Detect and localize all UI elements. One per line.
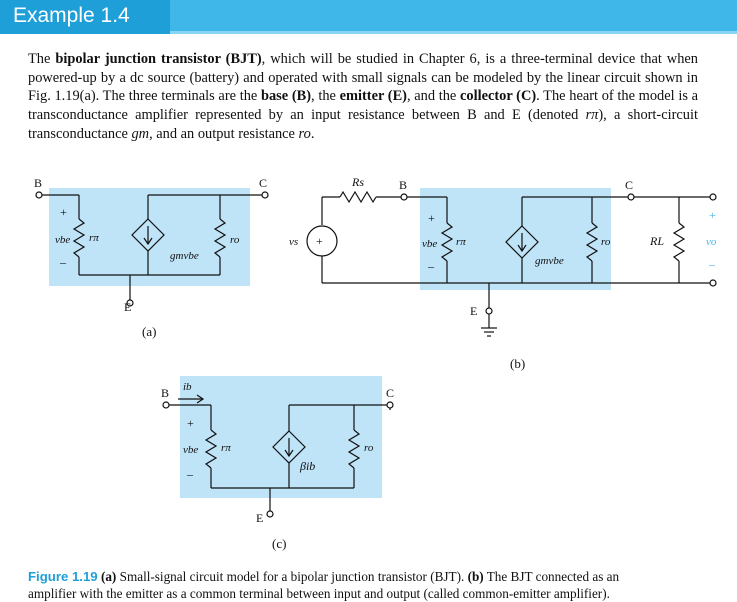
para-text-3: , the	[311, 88, 340, 105]
banner-underline	[170, 31, 737, 34]
para-text-6: ), a short-circuit transconductance	[28, 107, 698, 142]
figure-caption-line-2: amplifier with the emitter as a common t…	[28, 586, 610, 601]
label-ro-a: ro	[230, 234, 240, 246]
caption-tag-b: (b)	[467, 569, 484, 584]
example-title: Example 1.4	[13, 4, 130, 27]
resistor-ro-b	[585, 222, 599, 262]
figure-caption: Figure 1.19 (a) Small-signal circuit mod…	[28, 568, 718, 585]
label-panel-a: (a)	[142, 324, 156, 339]
resistor-rpi-c	[204, 429, 218, 469]
minus-c: –	[186, 467, 194, 481]
label-e-a: E	[124, 300, 131, 314]
terminal-c-b	[627, 193, 635, 201]
label-rl: RL	[649, 234, 664, 248]
label-vs: vs	[289, 236, 298, 248]
resistor-rl	[672, 222, 686, 262]
label-e-c: E	[256, 511, 263, 525]
label-b-c: B	[161, 386, 169, 400]
minus-a: –	[59, 255, 67, 269]
para-text-8: .	[310, 125, 315, 142]
label-beta-ib: βib	[299, 459, 315, 473]
label-ro-b: ro	[601, 236, 611, 248]
resistor-ro-c	[347, 429, 361, 469]
label-vbe-c: vbe	[183, 444, 198, 456]
label-rpi-b: rπ	[456, 236, 466, 248]
para-bold-bjt: bipolar junction transistor (BJT)	[55, 51, 262, 67]
resistor-ro-a	[213, 218, 227, 258]
para-bold-base: base (B)	[260, 88, 312, 105]
vo-minus: –	[708, 257, 716, 271]
label-vo: vo	[706, 236, 717, 248]
caption-label: Figure 1.19	[28, 569, 98, 584]
label-c-c: C	[386, 386, 394, 400]
para-text-4: , and the	[406, 88, 461, 105]
label-b-b: B	[399, 178, 407, 192]
terminal-vo-minus	[709, 279, 717, 287]
plus-c: +	[187, 416, 194, 430]
shading-c	[180, 376, 382, 498]
terminal-e-a	[126, 299, 134, 307]
terminal-e-c	[266, 510, 274, 518]
label-c-a: C	[259, 176, 267, 190]
para-text-7: , and an output resistance	[149, 125, 299, 142]
label-panel-c: (c)	[272, 536, 286, 551]
para-bold-collector: collector (C)	[460, 88, 537, 105]
terminal-c-a	[261, 191, 269, 199]
shading-b	[420, 188, 611, 290]
minus-b: –	[427, 259, 435, 273]
label-rpi-a: rπ	[89, 232, 99, 244]
label-ro-c: ro	[364, 442, 374, 454]
terminal-c-c	[386, 401, 394, 409]
vo-plus: +	[709, 208, 716, 222]
label-ib: ib	[183, 381, 192, 393]
example-tab	[0, 0, 170, 34]
terminal-b-c	[162, 401, 170, 409]
para-symbol-rpi: rπ	[585, 107, 599, 124]
para-symbol-ro: ro	[298, 125, 311, 142]
label-panel-b: (b)	[510, 356, 525, 371]
para-bold-emitter: emitter (E)	[339, 88, 407, 105]
caption-text-b: The BJT connected as an	[483, 569, 620, 584]
para-text-1: The	[28, 51, 56, 67]
resistor-rpi-a	[72, 218, 86, 258]
terminal-vo-plus	[709, 193, 717, 201]
label-c-b: C	[625, 178, 633, 192]
label-rs: Rs	[351, 175, 364, 189]
para-symbol-gm: gm	[131, 125, 150, 142]
caption-tag-a: (a)	[100, 569, 117, 584]
resistor-rpi-b	[440, 222, 454, 262]
label-e-b: E	[470, 304, 477, 318]
para-text-5: . The heart of the model is a transcondu…	[28, 88, 699, 124]
terminal-b-a	[35, 191, 43, 199]
plus-a: +	[60, 205, 67, 219]
caption-text-a: Small-signal circuit model for a bipolar…	[116, 569, 468, 584]
label-gmvbe-b: gmvbe	[535, 255, 564, 267]
terminal-b-b	[400, 193, 408, 201]
vs-plus: +	[316, 234, 323, 248]
terminal-e-b	[485, 307, 493, 315]
label-b-a: B	[34, 176, 42, 190]
plus-b: +	[428, 211, 435, 225]
label-rpi-c: rπ	[221, 442, 231, 454]
shading-a	[49, 188, 250, 286]
label-vbe-a: vbe	[55, 234, 70, 246]
para-text-2: , which will be studied in Chapter 6, is…	[28, 51, 698, 105]
label-vbe-b: vbe	[422, 238, 437, 250]
example-paragraph: The bipolar junction transistor (BJT), w…	[28, 50, 698, 144]
resistor-rs	[339, 190, 377, 204]
label-gmvbe-a: gmvbe	[170, 250, 199, 262]
